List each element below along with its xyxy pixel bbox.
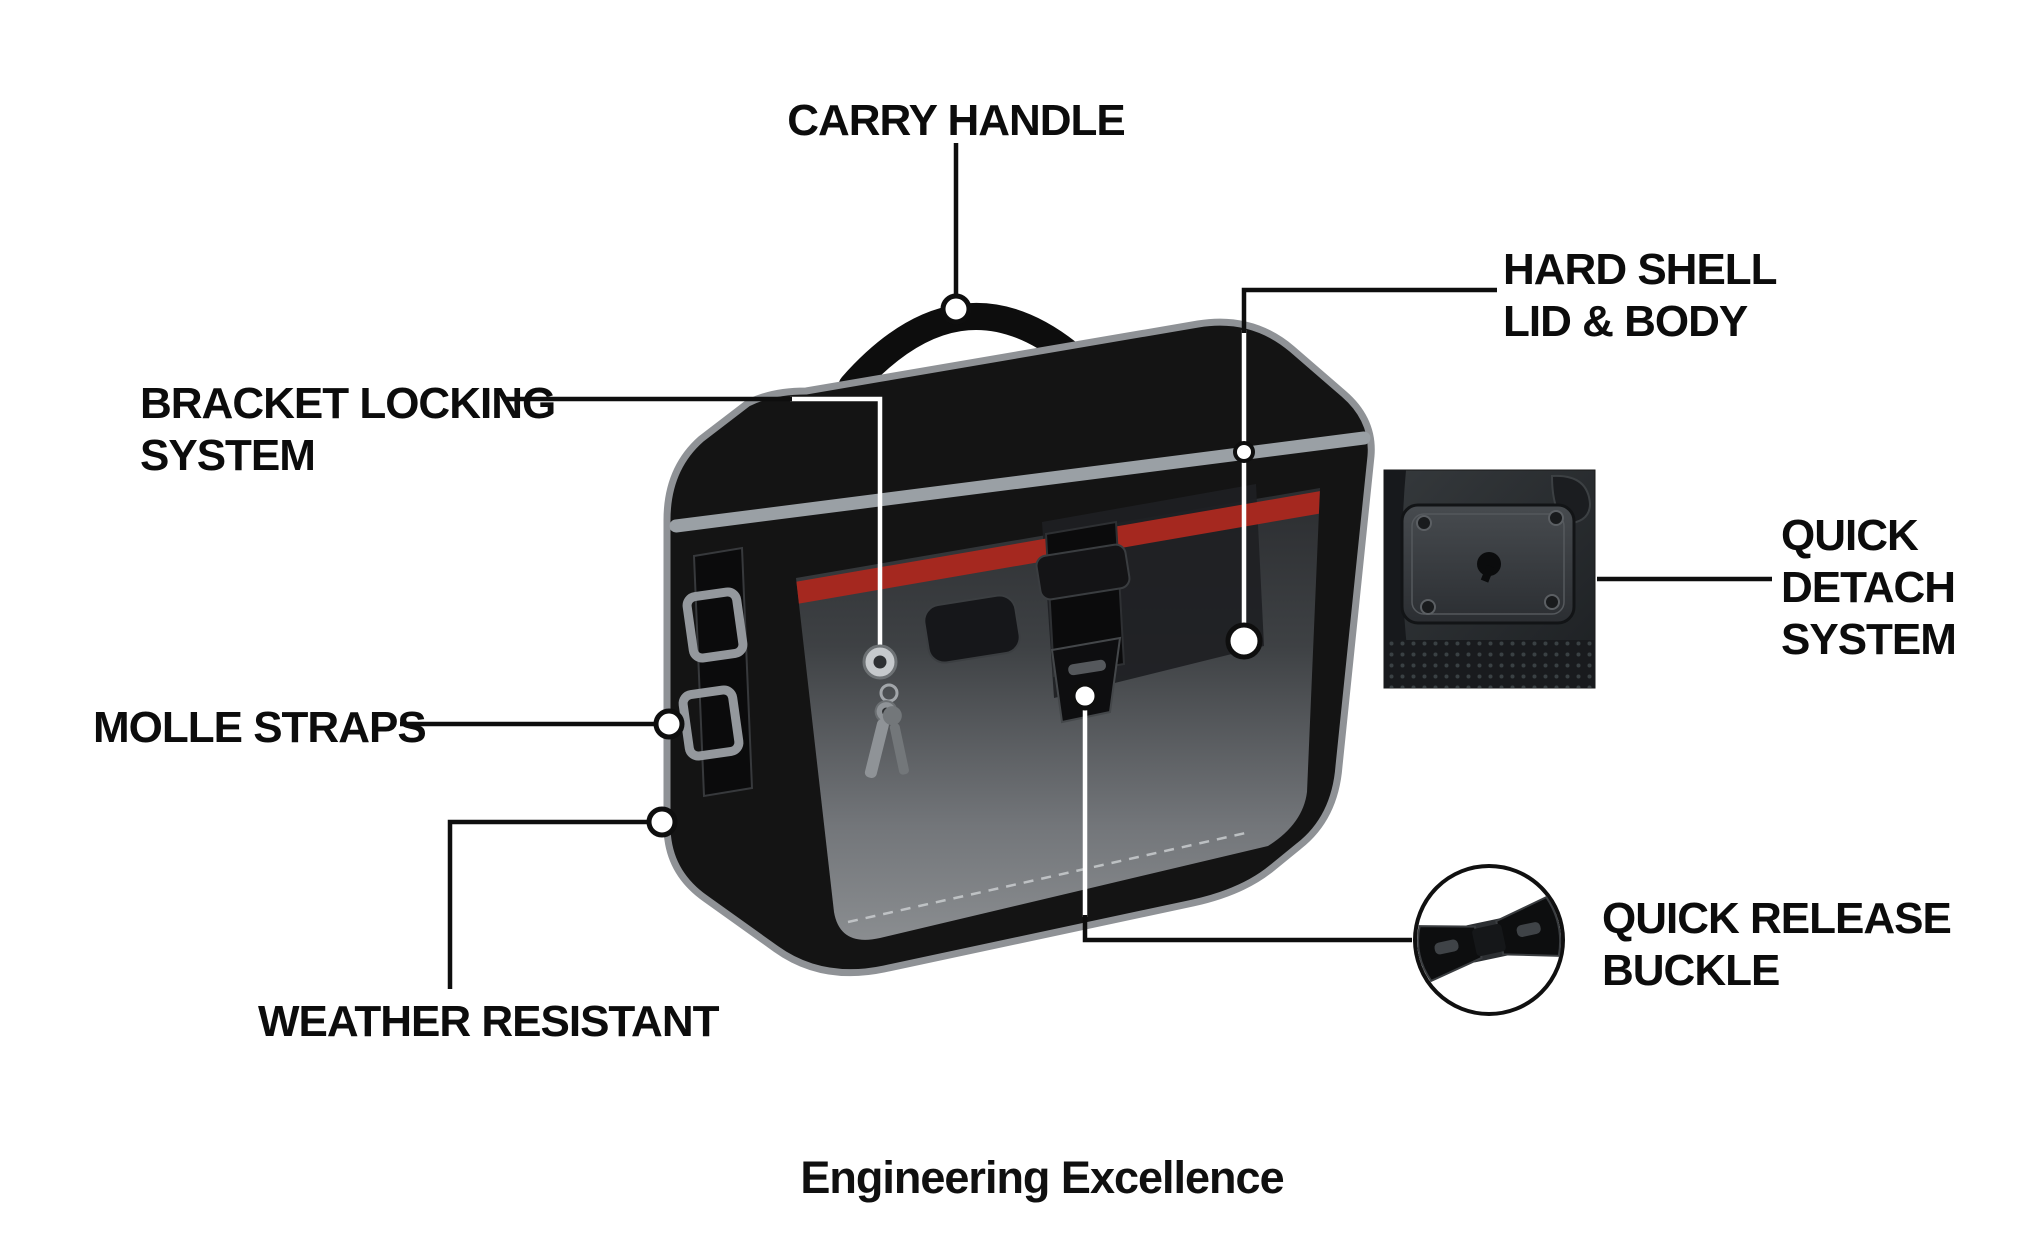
inset-mesh-texture: [1384, 640, 1595, 688]
key-two: [882, 706, 909, 775]
plate-inner-edge: [1411, 513, 1565, 615]
label-quick-release-buckle: QUICK RELEASE BUCKLE: [1602, 894, 1952, 995]
callout-dots: [646, 293, 1263, 838]
label-hard-shell-lid-body: HARD SHELL LID & BODY: [1503, 245, 1778, 346]
hard-shell-lid-dot: [1233, 441, 1255, 463]
center-strap-keeper: [1035, 543, 1131, 601]
quick-release-buckle-on-bag: [1050, 636, 1122, 724]
buckle-left-half: [1417, 925, 1483, 983]
stitching-detail: [847, 830, 1251, 924]
plate-lock-notch: [1480, 564, 1495, 583]
molle-straps-dot: [653, 708, 685, 740]
buckle-center-bar: [1472, 923, 1506, 957]
weather-resistant-line: [447, 819, 647, 989]
callout-lines: [400, 143, 1772, 989]
label-quick-detach-system: QUICK DETACH SYSTEM: [1781, 511, 1957, 664]
label-weather-resistant: WEATHER RESISTANT: [258, 997, 719, 1046]
saddlebag-illustration: [663, 302, 1375, 977]
hard-shell-line: [1241, 287, 1497, 333]
plate-lock-hole: [1477, 552, 1501, 576]
label-molle-straps: MOLLE STRAPS: [93, 703, 427, 752]
connector-overlays: [790, 330, 1247, 917]
bracket-lock-and-keys: [862, 644, 909, 779]
molle-ring-bottom: [678, 685, 744, 761]
quick-release-line: [1082, 915, 1412, 943]
cobra-buckle-graphic: [1417, 895, 1562, 983]
label-carry-handle: CARRY HANDLE: [787, 96, 1126, 145]
quick-detach-inset-photo: [1383, 469, 1596, 689]
label-bracket-locking-system: BRACKET LOCKING SYSTEM: [140, 379, 556, 480]
strap-keeper-tab: [923, 594, 1021, 664]
quick-release-dot: [1070, 681, 1100, 711]
lock-keyhole: [873, 655, 887, 669]
buckle-left-slot: [1434, 939, 1459, 955]
hard-shell-body-dot: [1225, 622, 1263, 660]
weather-resistant-dot: [646, 806, 678, 838]
buckle-right-slot: [1516, 922, 1541, 937]
plate-screws: [1416, 510, 1564, 615]
inset-strap-shadow: [1384, 470, 1412, 688]
buckle-slot: [1068, 659, 1106, 676]
diagram-title: Engineering Excellence: [800, 1152, 1284, 1203]
quick-release-buckle-inset: [1413, 864, 1565, 1016]
carry-handle-dot: [940, 293, 972, 325]
molle-ring-top: [682, 587, 748, 663]
bracket-connector-white: [790, 396, 883, 651]
